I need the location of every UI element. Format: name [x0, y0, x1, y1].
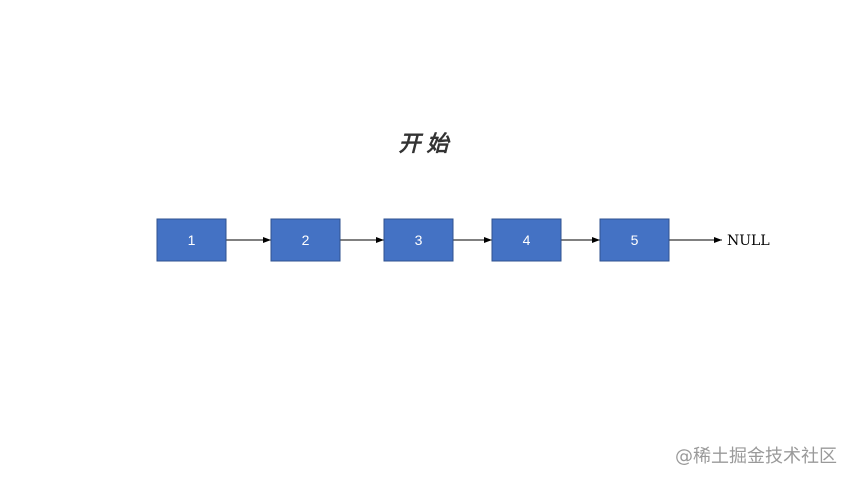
- node-box: [156, 218, 227, 262]
- list-node-2: 2: [270, 218, 341, 262]
- list-node-4: 4: [491, 218, 562, 262]
- watermark: @稀土掘金技术社区: [675, 446, 837, 467]
- node-box: [383, 218, 454, 262]
- list-node-1: 1: [156, 218, 227, 262]
- node-label: 1: [188, 232, 196, 248]
- node-label: 4: [523, 232, 531, 248]
- node-box: [270, 218, 341, 262]
- diagram-title: 开始: [398, 131, 455, 157]
- node-box: [491, 218, 562, 262]
- null-terminal-label: NULL: [727, 233, 770, 249]
- node-label: 2: [302, 232, 310, 248]
- node-label: 3: [415, 232, 423, 248]
- list-node-3: 3: [383, 218, 454, 262]
- list-node-5: 5: [599, 218, 670, 262]
- nodes-layer: 1 2 3 4 5: [156, 218, 670, 262]
- node-label: 5: [631, 232, 639, 248]
- node-box: [599, 218, 670, 262]
